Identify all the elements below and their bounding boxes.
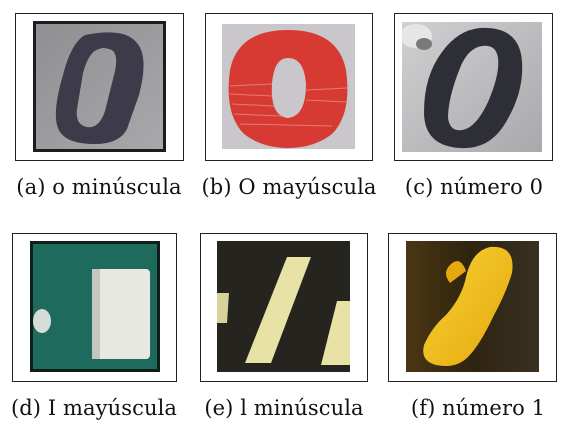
panel-b-image	[222, 24, 355, 149]
panel-f-caption: (f) número 1	[410, 396, 546, 420]
panel-e-image	[217, 241, 350, 372]
panel-e-caption: (e) l minúscula	[204, 396, 364, 420]
panel-c-image	[402, 22, 542, 152]
panel-a-image	[33, 21, 166, 152]
panel-f-image	[406, 241, 539, 372]
panel-d-caption: (d) I mayúscula	[10, 396, 178, 420]
panel-c-caption: (c) número 0	[404, 175, 544, 199]
panel-d-image	[30, 241, 160, 372]
panel-a-caption: (a) o minúscula	[16, 175, 182, 199]
panel-b-caption: (b) O mayúscula	[201, 175, 377, 199]
